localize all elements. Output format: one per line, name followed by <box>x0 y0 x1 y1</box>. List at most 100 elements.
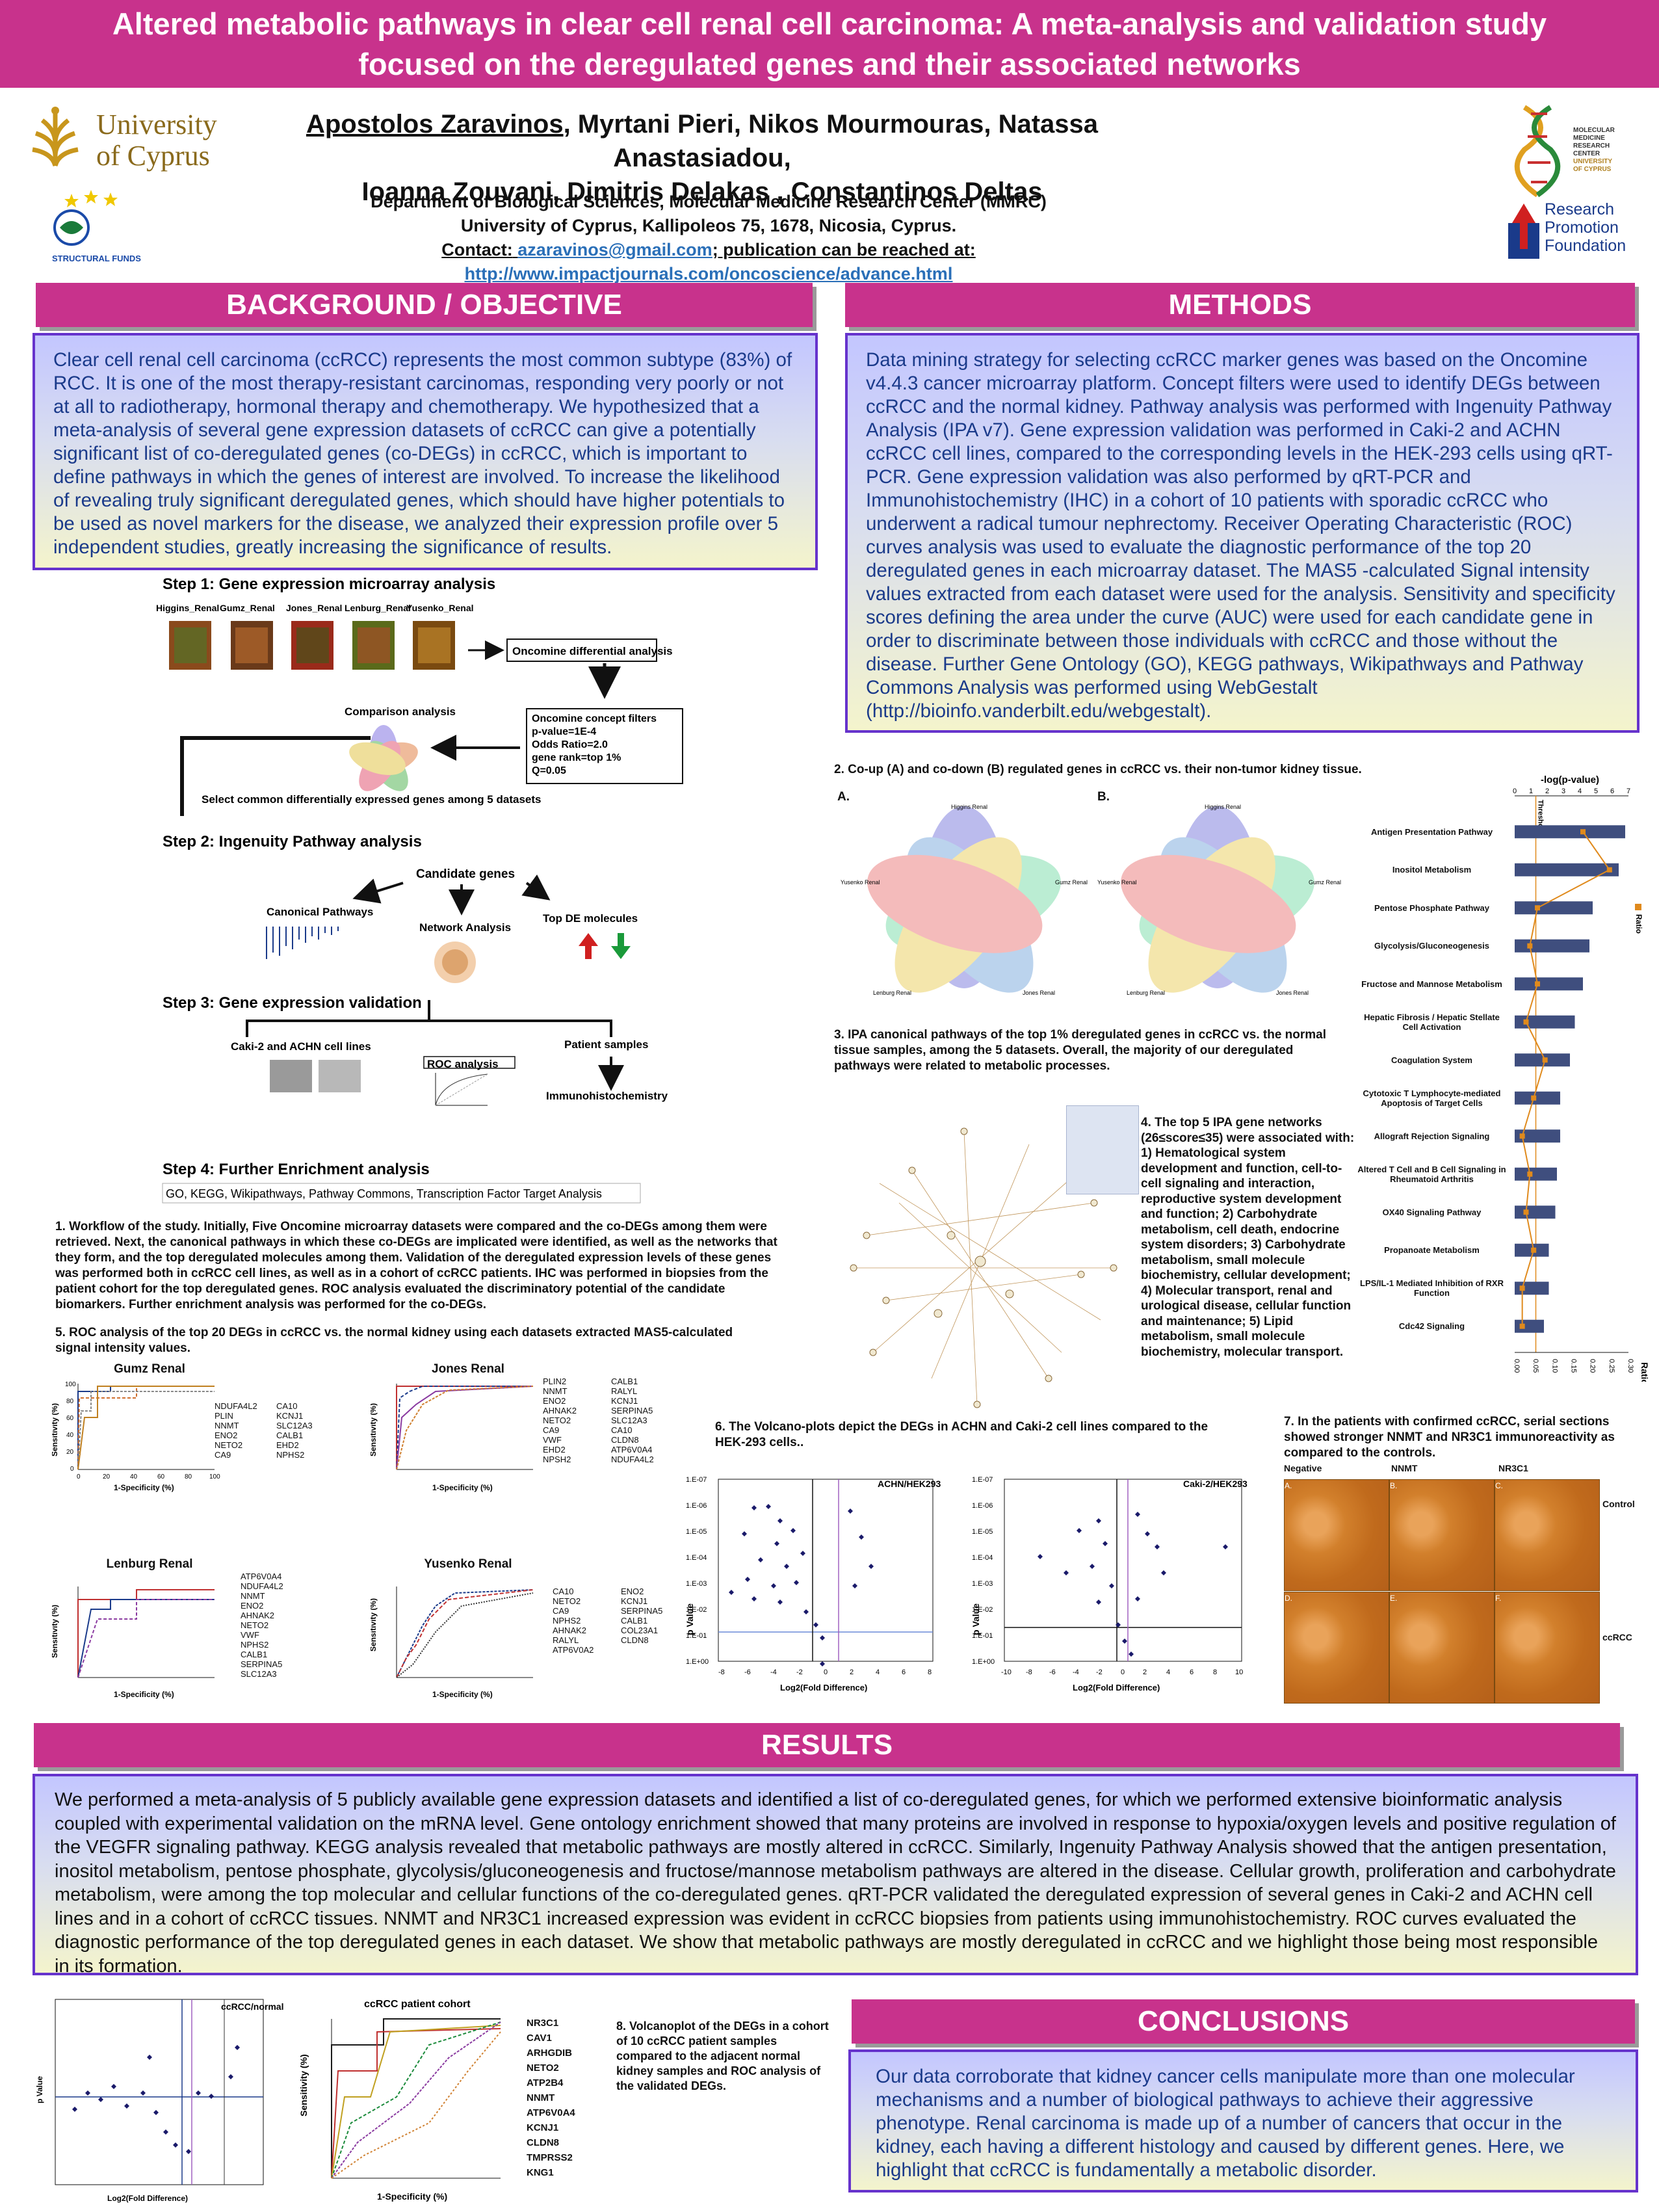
enrichment-label: GO, KEGG, Wikipathways, Pathway Commons,… <box>166 1187 602 1200</box>
lenburg-legend-9: CALB1 <box>241 1650 268 1659</box>
ytick-60: 60 <box>66 1415 74 1422</box>
roc-xlabel-yusenko: 1-Specificity (%) <box>432 1690 493 1699</box>
ipa-category-label-box: OX40 Signaling Pathway <box>1383 1207 1482 1217</box>
oncomine-diff-label: Oncomine differential analysis <box>512 645 673 657</box>
ipa-bar <box>1515 1091 1560 1105</box>
filter-title: Oncomine concept filters <box>532 713 657 724</box>
achn-xtick-9: 8 <box>928 1668 932 1676</box>
ipa-category-label: Altered T Cell and B Cell Signaling in R… <box>1357 1164 1506 1184</box>
dept-line-1: Department of Biological Sciences, Molec… <box>371 192 1047 211</box>
achn-xtick-6: 2 <box>850 1668 854 1676</box>
fig8-volcano-xlabel: Log2(Fold Difference) <box>107 2194 188 2203</box>
workflow-step1: Step 1: Gene expression microarray analy… <box>163 575 495 593</box>
title-line-1: Altered metabolic pathways in clear cell… <box>112 7 1547 41</box>
jones-legend-5: NETO2 <box>543 1415 571 1425</box>
roc-panel-yusenko: Yusenko Renal Sensitivity (%) 1-Specific… <box>371 1557 696 1726</box>
ipa-bottom-tick: 0.10 <box>1550 1359 1558 1373</box>
lenburg-legend-8: NPHS2 <box>241 1640 269 1650</box>
conclusions-heading: CONCLUSIONS <box>852 1999 1635 2044</box>
lenburg-legend-3: NNMT <box>241 1591 265 1601</box>
fig8-volcano-ylabel: p Value <box>36 2076 44 2103</box>
ipa-category-label: LPS/IL-1 Mediated Inhibition of RXR Func… <box>1360 1278 1504 1298</box>
ihc-letter-b: B. <box>1390 1481 1398 1490</box>
venn-b <box>1121 806 1314 993</box>
mmrc-line-6: OF CYPRUS <box>1573 166 1612 173</box>
jones-legend-4: AHNAK2 <box>543 1406 577 1415</box>
fig8-legend-6: NNMT <box>527 2092 555 2103</box>
dna-helix-icon <box>1514 105 1561 198</box>
jones-legend-11: RALYL <box>611 1386 638 1396</box>
mmrc-line-2: MEDICINE <box>1573 135 1605 142</box>
lenburg-legend-5: AHNAK2 <box>241 1611 275 1620</box>
venn-b-set-3: Jones Renal <box>1276 990 1309 996</box>
yusenko-legend-2: NETO2 <box>553 1596 581 1606</box>
ipa-bar <box>1515 977 1583 991</box>
results-heading: RESULTS <box>34 1723 1620 1767</box>
jones-legend-7: VWF <box>543 1435 562 1445</box>
structural-funds-text: STRUCTURAL FUNDS <box>52 254 141 263</box>
caki-ytick-0: 1.E+00 <box>972 1658 995 1666</box>
ipa-ratio-point <box>1531 1095 1537 1101</box>
ipa-bar <box>1515 863 1619 876</box>
ipa-ratio-point <box>1535 905 1540 911</box>
eu-stars-icon <box>53 190 118 246</box>
ihc-panel-c: C. <box>1495 1479 1600 1591</box>
jones-legend-12: KCNJ1 <box>611 1396 638 1406</box>
mmrc-line-5: UNIVERSITY <box>1573 158 1613 165</box>
fig8-roc-xlabel: 1-Specificity (%) <box>377 2191 447 2202</box>
ihc-letter-a: A. <box>1285 1481 1292 1490</box>
dataset-lenburg: Lenburg_Renal <box>345 603 411 613</box>
jones-legend-16: CLDN8 <box>611 1435 639 1445</box>
ipa-ratio-point <box>1527 943 1533 949</box>
fig8-caption: 8. Volcanoplot of the DEGs in a cohort o… <box>616 2020 829 2092</box>
ipa-category-label: Allograft Rejection Signaling <box>1374 1131 1490 1141</box>
caki-xtick-6: 0 <box>1121 1668 1125 1676</box>
achn-xtick-1: -8 <box>718 1668 725 1676</box>
achn-ytick-7: 1.E-07 <box>686 1476 707 1484</box>
ihc-panel-f: F. <box>1495 1592 1600 1704</box>
roc-panel-lenburg: Lenburg Renal Sensitivity (%) 1-Specific… <box>52 1557 332 1726</box>
ihc-row-control: Control <box>1602 1499 1635 1509</box>
jones-legend-3: ENO2 <box>543 1396 566 1406</box>
venn-panels: A. B. Higgins Renal Gumz Renal Jones Ren… <box>834 787 1354 1008</box>
poster-title: Altered metabolic pathways in clear cell… <box>0 0 1659 88</box>
venn-b-set-2: Gumz Renal <box>1309 879 1341 886</box>
yusenko-legend-5: AHNAK2 <box>553 1626 587 1635</box>
volcano-caki-ylabel: p Value <box>971 1603 981 1635</box>
yusenko-legend-11: CALB1 <box>621 1616 648 1626</box>
university-of-cyprus-logo: University of Cyprus <box>20 104 241 182</box>
gumz-legend-6: CA9 <box>215 1450 231 1460</box>
workflow-step3: Step 3: Gene expression validation <box>163 994 422 1012</box>
fig7-caption: 7. In the patients with confirmed ccRCC,… <box>1284 1415 1615 1460</box>
caki-xtick-9: 6 <box>1190 1668 1194 1676</box>
lenburg-legend-10: SERPINA5 <box>241 1659 283 1669</box>
jones-legend-14: SLC12A3 <box>611 1415 647 1425</box>
volcano-achn-ylabel: p Value <box>685 1603 695 1635</box>
ipa-bar <box>1515 1053 1570 1067</box>
jones-legend-2: NNMT <box>543 1386 568 1396</box>
ipa-bar <box>1515 901 1593 915</box>
ihc-panel-a: A. <box>1284 1479 1389 1591</box>
ytick-100: 100 <box>65 1381 76 1388</box>
roc-xlabel-lenburg: 1-Specificity (%) <box>114 1690 174 1699</box>
lenburg-legend-7: VWF <box>241 1630 259 1640</box>
gumz-legend-2: PLIN <box>215 1411 233 1421</box>
ipa-bar <box>1515 825 1625 839</box>
mini-roc-plot <box>435 1073 488 1106</box>
ipa-category-label-box: Hepatic Fibrosis / Hepatic Stellate Cell… <box>1364 1012 1500 1032</box>
achn-ytick-5: 1.E-05 <box>686 1528 707 1536</box>
caki-xtick-2: -8 <box>1026 1668 1032 1676</box>
ipa-category-label-box: Fructose and Mannose Metabolism <box>1361 979 1502 989</box>
ipa-category-label: Hepatic Fibrosis / Hepatic Stellate Cell… <box>1364 1012 1500 1032</box>
publication-link[interactable]: http://www.impactjournals.com/oncoscienc… <box>464 264 953 283</box>
ihc-panel-d: D. <box>1284 1592 1389 1704</box>
ipa-category-label-box: Propanoate Metabolism <box>1384 1245 1480 1255</box>
ihc-row-ccrcc: ccRCC <box>1602 1632 1632 1642</box>
ipa-bottom-tick: 0.00 <box>1513 1359 1521 1373</box>
ipa-ratio-legend-marker <box>1635 904 1641 910</box>
ipa-bar <box>1515 939 1589 953</box>
contact-email-link[interactable]: azaravinos@gmail.com <box>517 240 712 259</box>
ipa-ratio-point <box>1519 1285 1525 1291</box>
network-mini-cluster <box>434 941 476 983</box>
ipa-category-label: Coagulation System <box>1391 1055 1472 1065</box>
